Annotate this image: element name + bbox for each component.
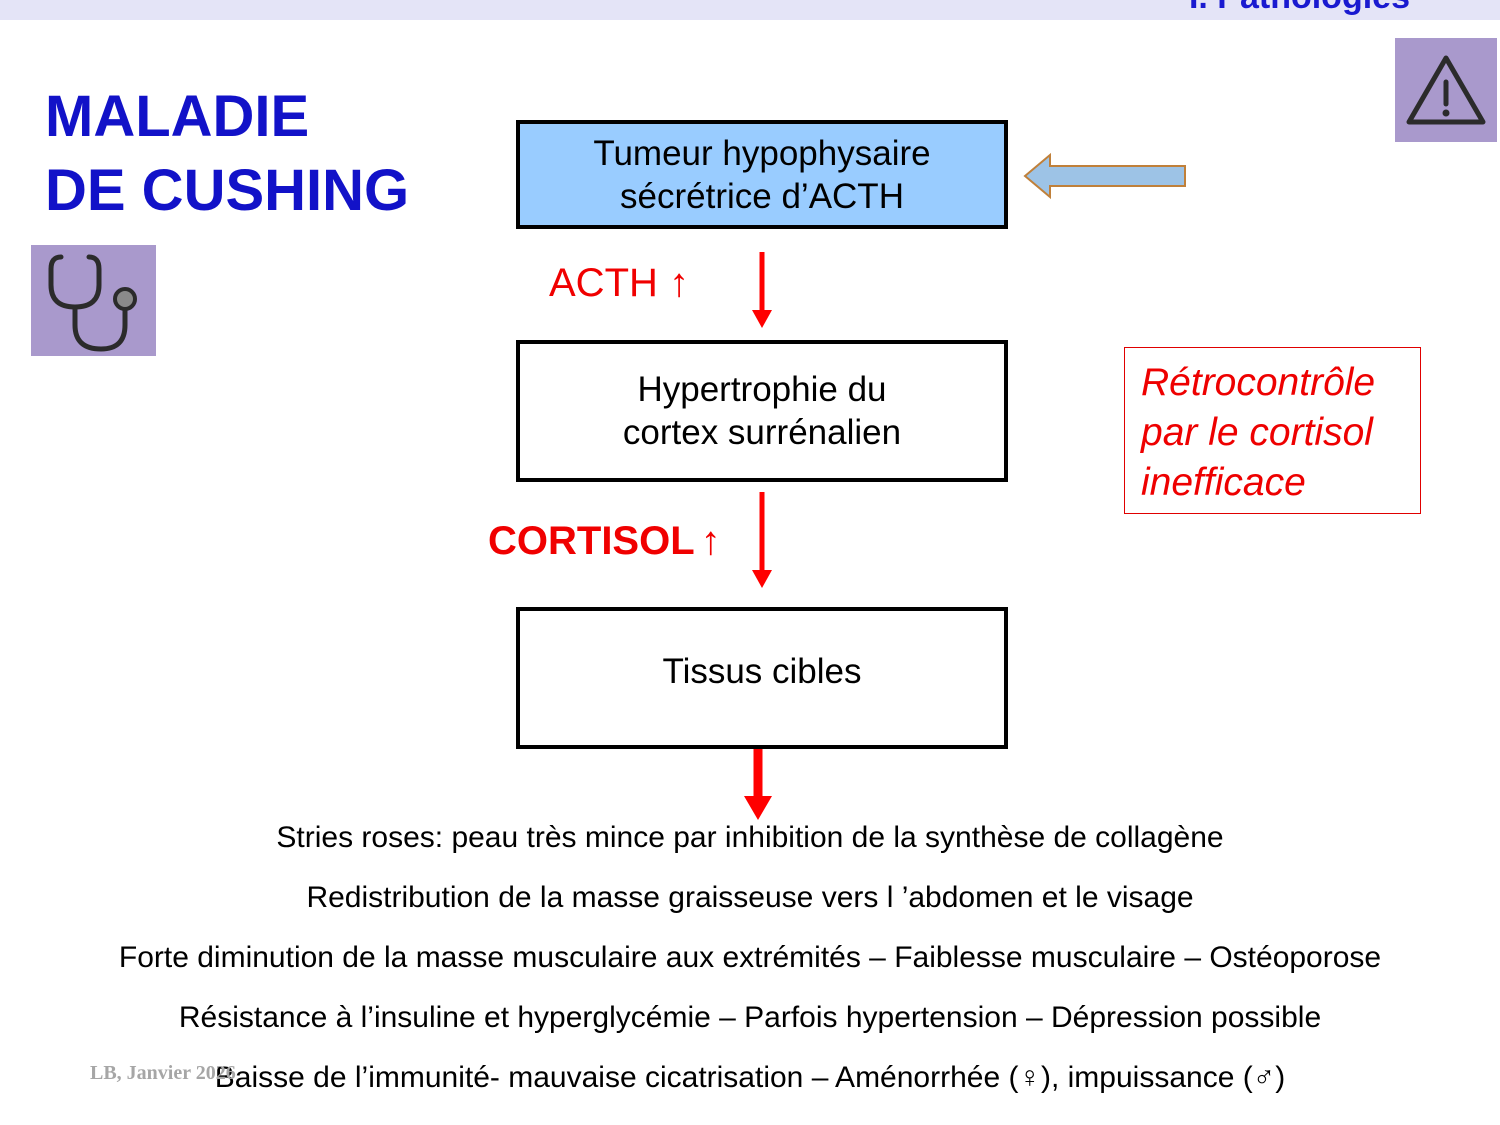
acth-label: ACTH ↑ — [549, 261, 689, 306]
top-bar — [0, 0, 1500, 20]
cortisol-label: CORTISOL↑ — [488, 519, 721, 564]
stethoscope-icon — [31, 245, 156, 356]
tumor-box-label: Tumeur hypophysaire sécrétrice d’ACTH — [593, 133, 931, 216]
adrenal-cortex-box: Hypertrophie du cortex surrénalien — [516, 340, 1008, 482]
effect-line-1: Stries roses: peau très mince par inhibi… — [276, 821, 1224, 854]
effect-line-3: Forte diminution de la masse musculaire … — [118, 941, 1382, 974]
cortisol-trend: ↑ — [700, 519, 721, 563]
effect-line-2: Redistribution de la masse graisseuse ve… — [306, 881, 1194, 914]
adrenal-cortex-box-label: Hypertrophie du cortex surrénalien — [622, 370, 902, 452]
target-tissues-box-label: Tissus cibles — [662, 651, 862, 691]
footer-credit: LB, Janvier 2026 — [90, 1062, 236, 1084]
tumor-box: Tumeur hypophysaire sécrétrice d’ACTH — [516, 120, 1008, 229]
section-title: I. Pathologies — [1189, 0, 1410, 14]
arrow-adrenal-to-tissues — [752, 492, 772, 588]
acth-trend: ↑ — [669, 261, 690, 305]
slide-title: MALADIE DE CUSHING — [45, 80, 409, 228]
title-line-1: MALADIE — [45, 84, 310, 149]
clinical-effects: Stries roses: peau très mince par inhibi… — [0, 813, 1500, 1113]
acth-name: ACTH — [549, 261, 658, 305]
warning-icon — [1395, 38, 1497, 142]
effect-line-5: Baisse de l’immunité- mauvaise cicatrisa… — [214, 1061, 1286, 1094]
feedback-note: Rétrocontrôle par le cortisol inefficace — [1124, 347, 1421, 514]
arrow-pituitary-to-adrenal — [752, 252, 772, 328]
arrow-tissues-to-effects — [744, 749, 772, 820]
target-tissues-box: Tissus cibles — [516, 607, 1008, 749]
feedback-arrow — [1023, 152, 1186, 200]
effect-line-4: Résistance à l’insuline et hyperglycémie… — [178, 1001, 1322, 1034]
title-line-2: DE CUSHING — [45, 158, 410, 223]
cortisol-name: CORTISOL — [488, 519, 695, 563]
